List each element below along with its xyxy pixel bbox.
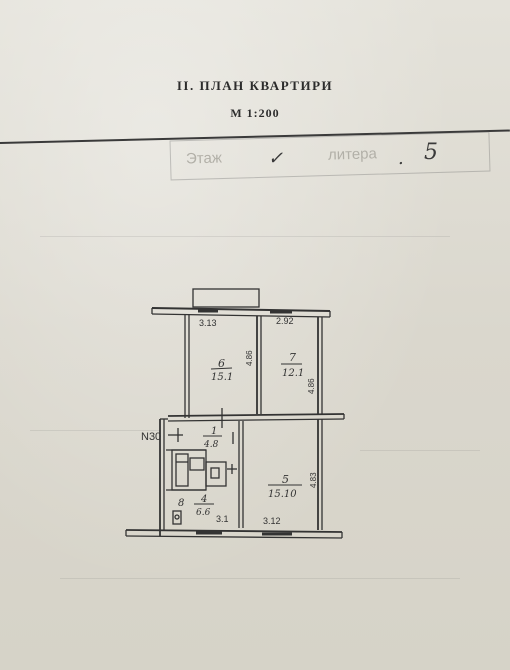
bathtub xyxy=(175,453,189,487)
room-6-number: 6 xyxy=(218,357,225,370)
room-7-number: 7 xyxy=(289,351,296,364)
dim-top-right: 2.92 xyxy=(276,316,294,326)
faint-line xyxy=(40,236,450,237)
toilet xyxy=(210,467,220,479)
dim-room7-side: 4.86 xyxy=(307,378,316,394)
room-5-number: 5 xyxy=(282,473,289,486)
wall-top-inner xyxy=(151,313,331,318)
dim-bottom-mid: 3.1 xyxy=(216,514,229,524)
room-1-number: 1 xyxy=(211,426,217,437)
wall-top xyxy=(151,307,331,312)
room-1-area: 4.8 xyxy=(203,440,219,450)
room-5-area: 15.10 xyxy=(268,489,297,500)
dim-bottom-right: 3.12 xyxy=(263,516,281,526)
room-4-area: 6.6 xyxy=(196,508,211,518)
plan-scale: М 1:200 xyxy=(230,106,280,120)
faint-line xyxy=(60,578,460,579)
wall-middle-inner xyxy=(167,418,345,422)
stove xyxy=(172,510,182,525)
plan-title: II. ПЛАН КВАРТИРИ xyxy=(176,78,334,93)
room-8-number: 8 xyxy=(178,498,184,509)
dim-room6-side: 4.86 xyxy=(245,350,254,366)
sink xyxy=(189,457,205,471)
wall-bottom-outer xyxy=(125,535,343,539)
fraction-line xyxy=(210,367,233,370)
room-6-area: 15.1 xyxy=(211,372,233,383)
entrance-label: N30 xyxy=(141,431,161,443)
wall-middle xyxy=(167,413,345,417)
dot-mark: . xyxy=(398,148,404,169)
wc-block xyxy=(205,461,227,487)
stamp-letter-value: 5 xyxy=(424,140,438,165)
room-4-number: 4 xyxy=(200,494,207,505)
faint-line xyxy=(30,430,160,431)
balcony xyxy=(192,288,260,308)
floor-check-mark: ✓ xyxy=(268,148,284,169)
burner xyxy=(174,514,180,520)
room-7-area: 12.1 xyxy=(282,368,304,379)
faint-line xyxy=(360,450,480,451)
dim-room5-side: 4.83 xyxy=(309,472,318,488)
wall-bottom xyxy=(125,529,343,533)
dim-top-left: 3.13 xyxy=(199,318,217,328)
